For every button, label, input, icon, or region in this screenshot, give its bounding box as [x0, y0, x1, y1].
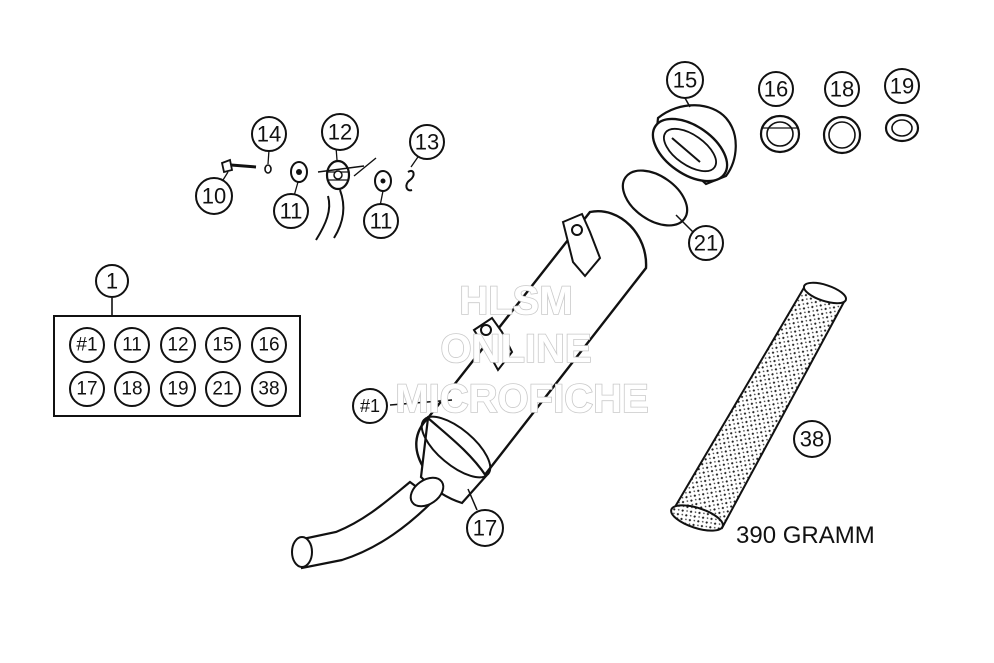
- watermark-line-3: MICROFICHE: [395, 377, 648, 421]
- kit-item-label: 19: [167, 379, 188, 400]
- kit-item: 11: [114, 327, 150, 363]
- kit-item: 18: [114, 371, 150, 407]
- watermark-line-1: HLSM: [459, 279, 572, 323]
- callout-label: 13: [415, 130, 439, 155]
- kit-item-label: 17: [76, 379, 97, 400]
- watermark: HLSM ONLINE MICROFICHE: [395, 278, 650, 422]
- callout-label: 14: [257, 122, 281, 147]
- watermark-line-2: ONLINE: [440, 327, 591, 371]
- callout-label: 11: [370, 209, 393, 234]
- end-cap: [651, 97, 737, 186]
- callout-hash1: #1: [352, 388, 388, 424]
- callout-11-left: 11: [273, 193, 309, 229]
- kit-item: 17: [69, 371, 105, 407]
- mounting-hardware: [220, 146, 421, 241]
- kit-item: 12: [160, 327, 196, 363]
- kit-item-label: 15: [212, 335, 233, 356]
- callout-label: 19: [890, 74, 914, 99]
- callout-18: 18: [824, 71, 860, 107]
- callout-16: 16: [758, 71, 794, 107]
- kit-item-label: 18: [121, 379, 142, 400]
- kit-item-label: #1: [76, 335, 97, 356]
- weight-label: 390 GRAMM: [736, 522, 875, 549]
- callout-label: 1: [106, 269, 118, 294]
- kit-item-label: 16: [258, 335, 279, 356]
- callout-14: 14: [251, 116, 287, 152]
- callout-label: 10: [202, 184, 226, 209]
- kit-item: 21: [205, 371, 241, 407]
- ring-18: [822, 115, 862, 155]
- muffler-body: [291, 210, 648, 570]
- callout-label: 18: [830, 77, 854, 102]
- ring-19: [884, 113, 920, 143]
- kit-item: #1: [69, 327, 105, 363]
- kit-item: 16: [251, 327, 287, 363]
- kit-row-2: 17 18 19 21 38: [69, 371, 287, 407]
- callout-19: 19: [884, 68, 920, 104]
- kit-item: 15: [205, 327, 241, 363]
- kit-item-label: 38: [258, 379, 279, 400]
- callout-11-right: 11: [363, 203, 399, 239]
- callout-21: 21: [688, 225, 724, 261]
- callout-17: 17: [466, 509, 504, 547]
- callout-label: 38: [800, 427, 824, 452]
- hash1-leader: [389, 399, 453, 406]
- kit-item-label: 11: [122, 335, 142, 356]
- callout-38: 38: [793, 420, 831, 458]
- ring-16: [759, 114, 801, 154]
- callout-label: 16: [764, 77, 788, 102]
- callout-label: 11: [280, 199, 303, 224]
- callout-label: 12: [328, 120, 352, 145]
- callout-10: 10: [195, 177, 233, 215]
- callout-label: 15: [673, 68, 697, 93]
- kit-item: 38: [251, 371, 287, 407]
- callout-label: 21: [694, 231, 718, 256]
- kit-item: 19: [160, 371, 196, 407]
- kit-item-label: 21: [212, 379, 233, 400]
- callout-label: #1: [360, 396, 380, 416]
- callout-13: 13: [409, 124, 445, 160]
- callout-12: 12: [321, 113, 359, 151]
- callout-label: 17: [473, 516, 497, 541]
- kit-item-label: 12: [167, 335, 188, 356]
- callout-15: 15: [666, 61, 704, 99]
- kit-row-1: #1 11 12 15 16: [69, 327, 287, 363]
- silencer-packing: [670, 281, 848, 532]
- o-ring: [621, 169, 694, 233]
- callout-1: 1: [95, 264, 129, 298]
